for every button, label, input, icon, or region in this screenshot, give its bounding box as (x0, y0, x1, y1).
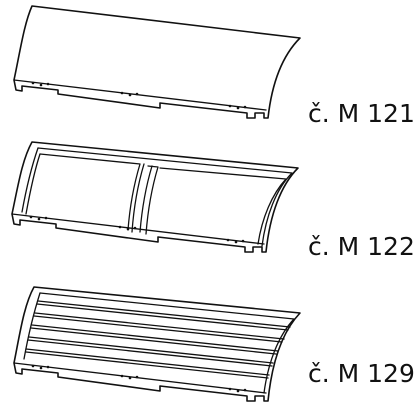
cover-m122 (0, 138, 310, 263)
label-m129: č. M 129 (308, 359, 415, 388)
label-m121: č. M 121 (308, 99, 415, 128)
cover-m129-drawing (13, 286, 301, 402)
cover-m121-drawing (13, 5, 301, 119)
cover-m122-drawing (11, 141, 299, 253)
cover-m129 (0, 283, 310, 412)
cover-m121 (0, 0, 310, 125)
label-m122: č. M 122 (308, 232, 415, 261)
